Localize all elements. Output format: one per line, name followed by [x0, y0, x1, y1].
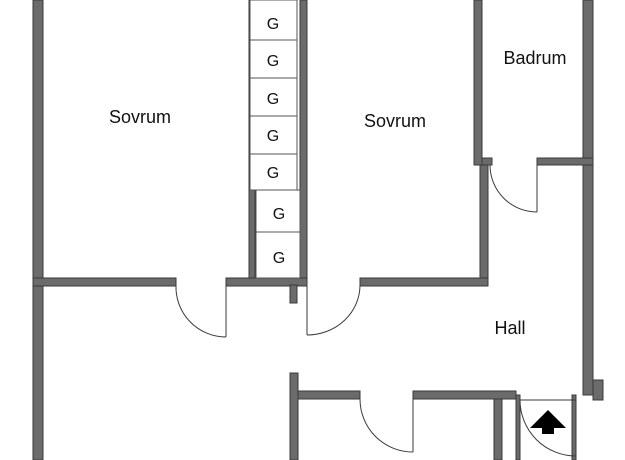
lower-room-top-wall-left [297, 390, 361, 400]
lower-room-top-wall-right [412, 390, 517, 400]
entrance-left-wall [515, 394, 521, 460]
left-outer-wall [32, 0, 44, 460]
storage-box [249, 0, 298, 41]
bathroom-door [489, 164, 538, 213]
storage-box [249, 115, 298, 155]
lower-room-right-wall [493, 398, 503, 460]
bathroom-bottom-wall-right [536, 157, 594, 166]
bedroom1-door [175, 284, 227, 338]
storage-label: G [267, 128, 279, 145]
storage-box [255, 189, 301, 233]
bathroom-bottom-wall-left [481, 157, 493, 166]
doors [175, 164, 577, 457]
bedroom-bottom-wall-left [32, 277, 177, 287]
walls [32, 0, 604, 460]
storage-column: G G G G G G G [249, 0, 301, 279]
storage-right-wall [299, 0, 308, 286]
room-label-bathroom: Badrum [503, 48, 566, 68]
room-label-bedroom-1: Sovrum [109, 107, 171, 127]
bedroom2-bottom-wall [359, 277, 489, 287]
right-outer-wall-upper [582, 0, 594, 161]
entrance-door [519, 399, 577, 457]
bathroom-left-wall-lower [479, 164, 489, 286]
lower-room-door [359, 398, 414, 453]
lower-left-vertical-wall [289, 372, 299, 460]
storage-box [249, 77, 298, 117]
storage-label: G [267, 91, 279, 108]
entrance-right-wall [571, 394, 577, 460]
room-label-bedroom-2: Sovrum [364, 111, 426, 131]
bathroom-left-wall-upper [473, 0, 483, 166]
right-outer-wall-lower [582, 159, 594, 396]
right-outer-wall-jamb [592, 379, 604, 401]
storage-label: G [273, 206, 285, 223]
storage-label: G [267, 16, 279, 33]
storage-label: G [273, 250, 285, 267]
bedroom2-door [306, 284, 361, 336]
wall-stub [289, 284, 298, 304]
storage-label: G [267, 165, 279, 182]
storage-label: G [267, 53, 279, 70]
room-label-hall: Hall [494, 318, 525, 338]
storage-box [249, 153, 298, 191]
up-arrow-icon [530, 410, 566, 434]
storage-box [255, 231, 301, 279]
